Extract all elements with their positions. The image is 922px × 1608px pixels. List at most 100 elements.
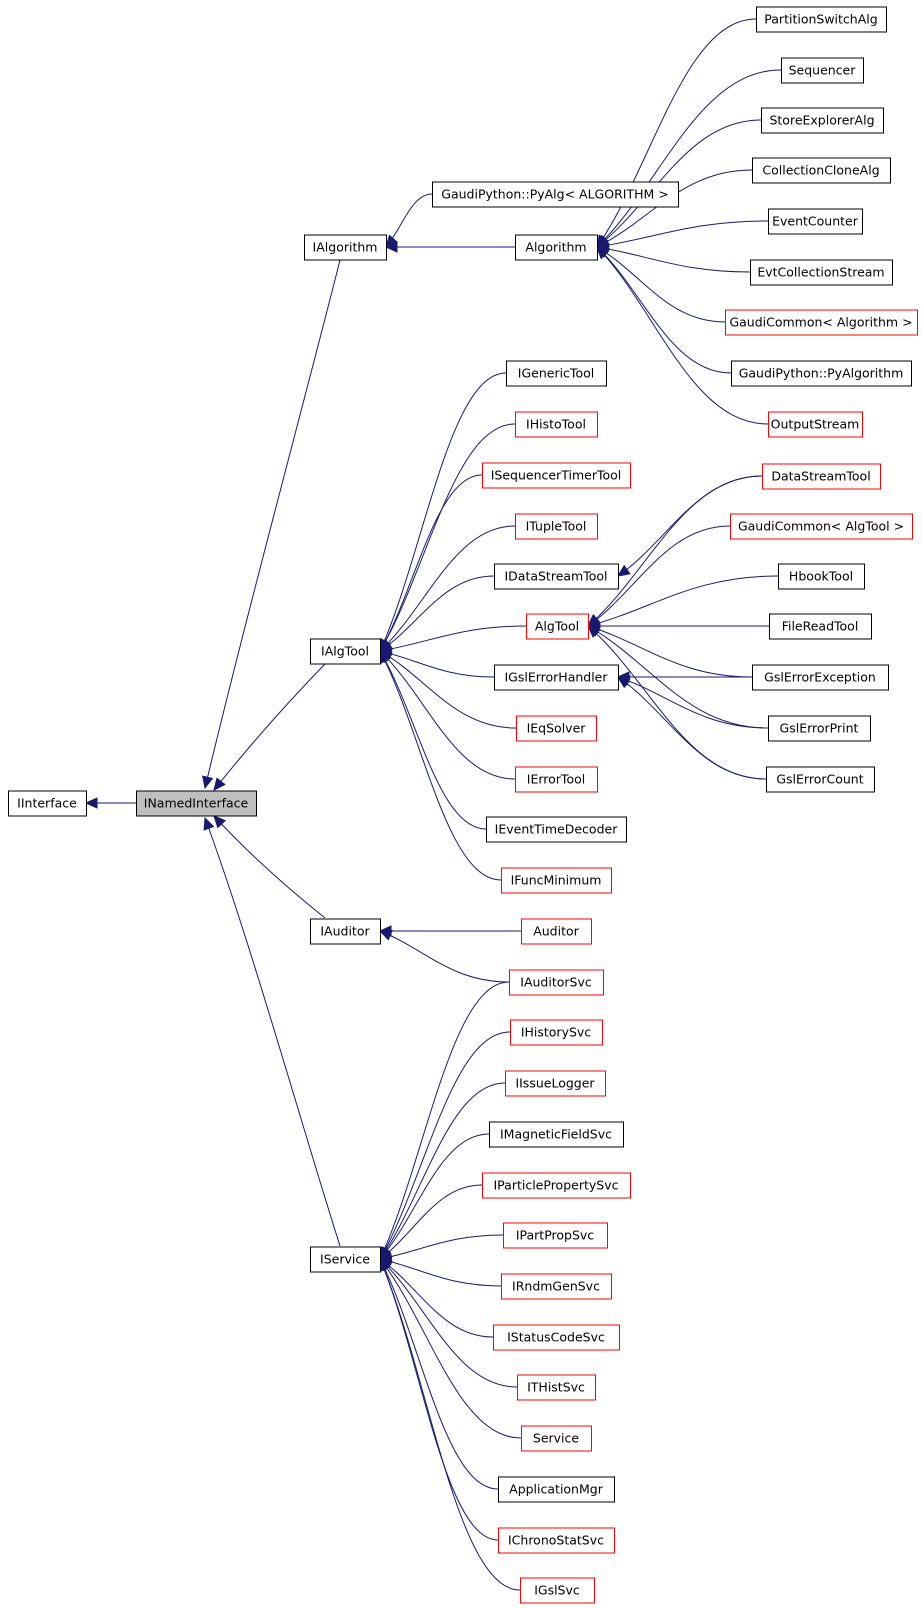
node-ialgorithm[interactable]: IAlgorithm [304,234,387,261]
node-store-explorer-alg[interactable]: StoreExplorerAlg [761,107,884,134]
edge-hbook-tool-to-alg-tool [587,575,779,627]
node-partition-switch-alg[interactable]: PartitionSwitchAlg [756,6,887,33]
node-box [752,664,889,691]
edge-gaudi-common-alg-tool-to-alg-tool [587,525,731,627]
node-label: FileReadTool [782,619,859,634]
node-service[interactable]: Service [521,1425,592,1452]
node-box [498,1476,615,1503]
node-igsl-error-handler[interactable]: IGslErrorHandler [494,664,619,691]
node-iinterface[interactable]: IInterface [8,790,87,817]
node-label: GaudiCommon< Algorithm > [729,315,912,330]
node-file-read-tool[interactable]: FileReadTool [769,613,872,640]
node-box [750,259,893,286]
node-ieq-solver[interactable]: IEqSolver [516,715,597,742]
node-ihisto-tool[interactable]: IHistoTool [515,411,598,438]
node-collection-clone-alg[interactable]: CollectionCloneAlg [752,157,891,184]
node-auditor[interactable]: Auditor [521,918,592,945]
node-algorithm[interactable]: Algorithm [515,234,598,261]
node-ierror-tool[interactable]: IErrorTool [515,766,598,793]
edge-store-explorer-alg-to-algorithm [596,119,762,248]
node-output-stream[interactable]: OutputStream [768,411,863,438]
node-gaudi-py-alg[interactable]: GaudiPython::PyAlg< ALGORITHM > [432,181,679,208]
node-label: EvtCollectionStream [757,265,884,280]
node-ievent-time-decoder[interactable]: IEventTimeDecoder [486,816,627,843]
node-label: CollectionCloneAlg [762,163,879,178]
node-box [493,1324,620,1351]
node-imagnetic-field-svc[interactable]: IMagneticFieldSvc [489,1121,624,1148]
node-label: IInterface [17,796,77,811]
node-ialg-tool[interactable]: IAlgTool [310,638,381,665]
node-application-mgr[interactable]: ApplicationMgr [498,1476,615,1503]
node-gaudi-py-algorithm[interactable]: GaudiPython::PyAlgorithm [731,360,912,387]
edge-igsl-error-handler-to-ialg-tool [379,650,495,678]
node-box [505,1070,606,1097]
node-irndm-gen-svc[interactable]: IRndmGenSvc [501,1273,612,1300]
node-ifunc-minimum[interactable]: IFuncMinimum [501,867,612,894]
edge-partition-switch-alg-to-algorithm [596,18,757,248]
edge-event-counter-to-algorithm [596,220,769,248]
node-ihistory-svc[interactable]: IHistorySvc [510,1019,603,1046]
node-label: IHistorySvc [521,1025,591,1040]
node-data-stream-tool[interactable]: DataStreamTool [762,463,881,490]
node-label: GaudiCommon< AlgTool > [738,519,904,534]
node-box [517,1374,596,1401]
node-label: IGslErrorHandler [504,670,608,685]
edge-gsl-error-exception-to-alg-tool [587,625,753,678]
node-box [521,1425,592,1452]
node-hbook-tool[interactable]: HbookTool [778,563,865,590]
edge-ialg-tool-to-inamed-interface [213,663,326,791]
node-event-counter[interactable]: EventCounter [768,208,863,235]
node-istatus-code-svc[interactable]: IStatusCodeSvc [493,1324,620,1351]
node-box [762,463,881,490]
node-box [766,766,875,793]
node-sequencer[interactable]: Sequencer [781,57,864,84]
node-box [304,234,387,261]
edge-isequencer-timer-tool-to-ialg-tool [379,474,483,652]
node-idata-stream-tool[interactable]: IDataStreamTool [494,563,619,590]
node-ithist-svc[interactable]: ITHistSvc [517,1374,596,1401]
node-iissue-logger[interactable]: IIssueLogger [505,1070,606,1097]
node-gsl-error-count[interactable]: GslErrorCount [766,766,875,793]
node-igsl-svc[interactable]: IGslSvc [520,1577,595,1604]
node-alg-tool[interactable]: AlgTool [526,613,589,640]
arrowhead-algorithm-from-output-stream [596,246,610,260]
node-box [761,107,884,134]
edge-gaudi-common-algorithm-to-algorithm [596,246,726,323]
node-box [515,513,598,540]
node-label: GslErrorException [764,670,876,685]
node-label: IParticlePropertySvc [494,1178,619,1193]
node-evt-collection-stream[interactable]: EvtCollectionStream [750,259,893,286]
node-box [515,411,598,438]
node-label: IAlgorithm [313,240,378,255]
edge-application-mgr-to-iservice [379,1258,499,1490]
edge-iservice-to-inamed-interface [204,817,341,1247]
node-box [501,867,612,894]
node-box [482,1172,631,1199]
edge-ieq-solver-to-ialg-tool [379,650,517,729]
node-iparticle-property-svc[interactable]: IParticlePropertySvc [482,1172,631,1199]
node-label: IStatusCodeSvc [507,1330,605,1345]
node-label: EventCounter [772,214,859,229]
node-iauditor-svc[interactable]: IAuditorSvc [509,969,604,996]
node-iservice[interactable]: IService [310,1246,381,1273]
node-iauditor[interactable]: IAuditor [310,918,381,945]
node-igeneric-tool[interactable]: IGenericTool [506,360,607,387]
node-label: ITHistSvc [527,1380,585,1395]
node-ichrono-stat-svc[interactable]: IChronoStatSvc [498,1527,615,1554]
edge-iparticle-property-svc-to-iservice [379,1184,483,1260]
node-box [498,1527,615,1554]
edges-layer [84,18,782,1591]
node-gaudi-common-algorithm[interactable]: GaudiCommon< Algorithm > [725,309,918,336]
node-box [310,638,381,665]
node-inamed-interface[interactable]: INamedInterface [136,790,257,817]
node-gaudi-common-alg-tool[interactable]: GaudiCommon< AlgTool > [730,513,913,540]
node-gsl-error-exception[interactable]: GslErrorException [752,664,889,691]
node-label: IRndmGenSvc [512,1279,600,1294]
node-gsl-error-print[interactable]: GslErrorPrint [768,715,871,742]
node-ituple-tool[interactable]: ITupleTool [515,513,598,540]
node-isequencer-timer-tool[interactable]: ISequencerTimerTool [482,462,631,489]
node-ipart-prop-svc[interactable]: IPartPropSvc [503,1222,608,1249]
node-label: IErrorTool [527,772,585,787]
node-label: GaudiPython::PyAlgorithm [739,366,904,381]
arrowhead-iinterface-from-inamed-interface [84,797,98,809]
